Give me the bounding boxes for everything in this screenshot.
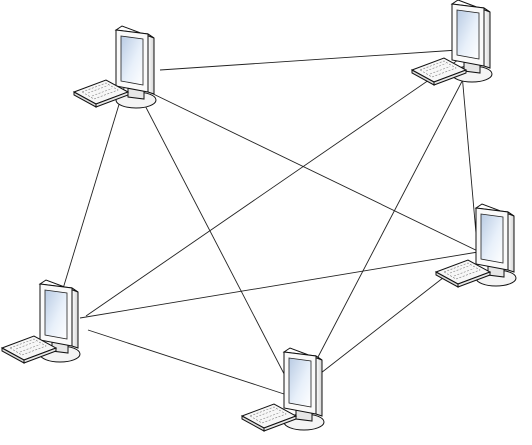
link-pc-2-pc-4 (305, 65, 471, 381)
link-pc-2-pc-3 (85, 59, 459, 317)
pc-2-node (411, 0, 493, 86)
pc-1-node (73, 25, 157, 109)
link-pc-4-pc-5 (311, 273, 449, 381)
pc-3-node (1, 279, 81, 364)
link-pc-1-pc-5 (144, 89, 487, 256)
keyboard-icon (411, 57, 467, 86)
link-pc-3-pc-5 (79, 251, 479, 319)
link-pc-1-pc-2 (159, 49, 459, 71)
link-pc-1-pc-3 (61, 87, 125, 293)
link-pc-2-pc-5 (461, 73, 479, 257)
link-pc-3-pc-4 (87, 329, 285, 395)
link-pc-1-pc-4 (137, 91, 296, 396)
network-links (61, 49, 487, 396)
pc-5-node (435, 203, 517, 288)
pc-4-node (241, 347, 325, 432)
